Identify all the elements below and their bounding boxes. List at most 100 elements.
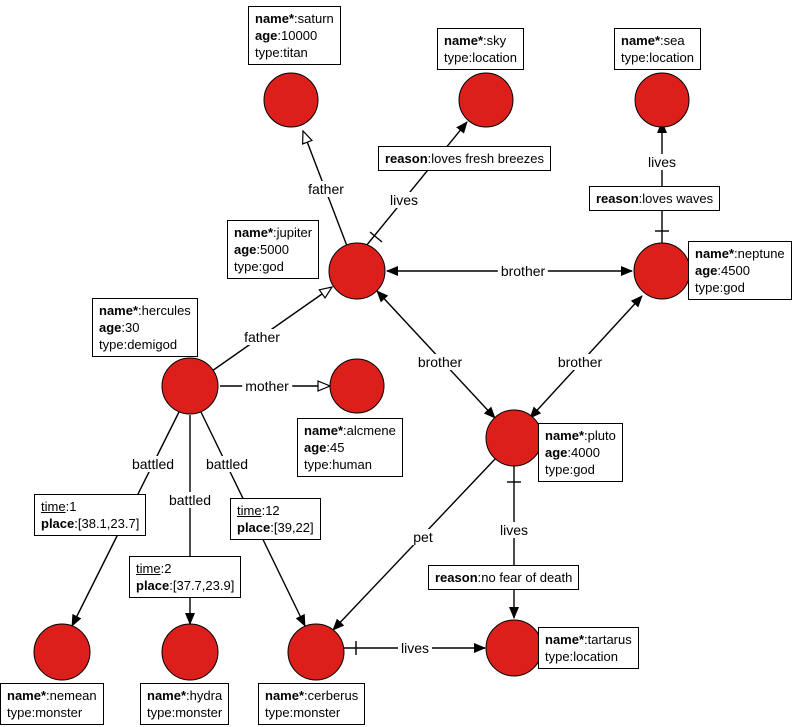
prop-key: time <box>237 503 262 518</box>
prop-value: [39,22] <box>273 520 314 535</box>
prop-value: 4000 <box>571 445 600 460</box>
prop-key: type <box>7 705 32 720</box>
prop-row: name*:pluto <box>545 428 616 443</box>
prop-key: type <box>444 50 469 65</box>
prop-value: jupiter <box>276 225 313 240</box>
prop-value: 4500 <box>721 263 750 278</box>
prop-value: 2 <box>164 561 172 576</box>
edge-jupiter-sky-tick <box>369 231 383 243</box>
node-alcmene[interactable] <box>329 358 385 414</box>
prop-value: location <box>472 50 518 65</box>
node-jupiter[interactable] <box>328 242 386 300</box>
node-pluto[interactable] <box>485 409 543 467</box>
prop-value: loves fresh breezes <box>431 151 544 166</box>
prop-row: age:5000 <box>234 242 289 257</box>
prop-value: 45 <box>330 440 345 455</box>
prop-key: type <box>695 280 720 295</box>
prop-key: name* <box>444 33 484 48</box>
prop-row: type:human <box>304 457 372 472</box>
prop-value: nemean <box>49 688 97 703</box>
node-sea[interactable] <box>634 72 690 128</box>
prop-value: pluto <box>587 428 616 443</box>
prop-row: age:4000 <box>545 445 600 460</box>
prop-value: neptune <box>737 246 785 261</box>
prop-value: [38.1,23.7] <box>77 516 140 531</box>
prop-value: demigod <box>127 337 178 352</box>
prop-value: god <box>262 259 284 274</box>
edge-label-hercules-alcmene: mother <box>242 378 292 394</box>
prop-value: 1 <box>69 499 77 514</box>
prop-row: time:12 <box>237 503 280 518</box>
prop-row: age:45 <box>304 440 345 455</box>
prop-value: alcmene <box>346 423 396 438</box>
prop-row: name*:nemean <box>7 688 97 703</box>
edge-label-jupiter-sky: lives <box>386 192 422 208</box>
node-hercules[interactable] <box>161 357 219 415</box>
prop-key: age <box>545 445 568 460</box>
prop-value: monster <box>175 705 223 720</box>
node-saturn[interactable] <box>263 72 319 128</box>
prop-key: reason <box>385 151 428 166</box>
edge-label-hercules-jupiter: father <box>241 329 283 345</box>
prop-key: reason <box>596 191 639 206</box>
edge-label-neptune-pluto: brother <box>554 354 606 370</box>
prop-row: age:10000 <box>255 28 318 43</box>
prop-row: name*:hercules <box>99 303 191 318</box>
prop-row: place:[39,22] <box>237 520 314 535</box>
node-cerberus[interactable] <box>287 623 345 681</box>
edge-label-hercules-nemean: battled <box>128 456 178 472</box>
node-neptune[interactable] <box>633 242 691 300</box>
prop-key: age <box>99 320 122 335</box>
prop-value: tartarus <box>587 632 632 647</box>
prop-row: name*:tartarus <box>545 632 632 647</box>
prop-key: age <box>304 440 327 455</box>
prop-key: reason <box>435 570 478 585</box>
prop-value: 10000 <box>281 28 318 43</box>
prop-key: name* <box>304 423 344 438</box>
prop-key: name* <box>545 428 585 443</box>
prop-row: place:[38.1,23.7] <box>41 516 140 531</box>
prop-key: type <box>545 649 570 664</box>
node-card-nemean: name*:nemean type:monster <box>0 683 104 725</box>
node-tartarus[interactable] <box>485 619 543 677</box>
prop-value: no fear of death <box>481 570 573 585</box>
prop-key: name* <box>545 632 585 647</box>
prop-row: name*:sky <box>444 33 507 48</box>
prop-row: name*:cerberus <box>265 688 359 703</box>
prop-row: type:monster <box>147 705 223 720</box>
prop-key: type <box>255 45 280 60</box>
edge-label-pluto-tartarus: lives <box>496 522 532 538</box>
prop-row: age:4500 <box>695 263 750 278</box>
nodes <box>33 72 691 681</box>
prop-value: monster <box>35 705 83 720</box>
prop-key: type <box>234 259 259 274</box>
prop-value: saturn <box>297 11 334 26</box>
edge-label-hercules-cerberus: battled <box>202 456 252 472</box>
prop-key: age <box>695 263 718 278</box>
prop-value: location <box>649 50 695 65</box>
prop-value: location <box>573 649 619 664</box>
prop-value: 12 <box>265 503 280 518</box>
prop-value: hydra <box>189 688 223 703</box>
prop-row: type:god <box>695 280 745 295</box>
node-card-alcmene: name*:alcmene age:45 type:human <box>297 418 403 477</box>
prop-key: name* <box>265 688 305 703</box>
node-nemean[interactable] <box>33 623 91 681</box>
edge-card-cerberus-battle: time:12 place:[39,22] <box>230 498 321 540</box>
prop-row: name*:alcmene <box>304 423 396 438</box>
prop-value: 5000 <box>260 242 289 257</box>
node-hydra[interactable] <box>161 623 219 681</box>
prop-row: type:monster <box>265 705 341 720</box>
edge-label-jupiter-saturn: father <box>305 181 347 197</box>
prop-row: name*:saturn <box>255 11 334 26</box>
node-sky[interactable] <box>458 72 514 128</box>
prop-row: type:monster <box>7 705 83 720</box>
prop-key: name* <box>99 303 139 318</box>
edge-jupiter-sky[interactable] <box>365 121 468 247</box>
